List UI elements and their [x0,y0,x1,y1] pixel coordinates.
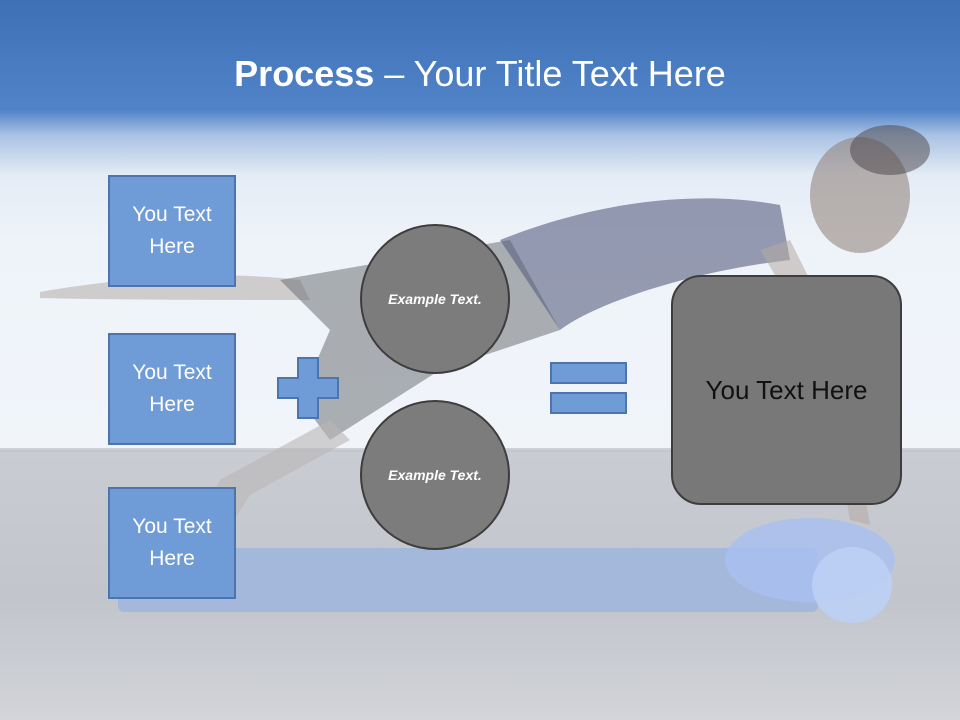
example-circle-2[interactable]: Example Text. [360,400,510,550]
title-rest: – Your Title Text Here [374,53,726,94]
text-box-2[interactable]: You Text Here [108,333,236,445]
slide-title: Process – Your Title Text Here [0,52,960,96]
title-bold: Process [234,53,375,94]
equals-icon-top-bar [550,362,627,384]
equals-icon-bottom-bar [550,392,627,414]
plus-icon [277,357,339,419]
result-box[interactable]: You Text Here [671,275,902,505]
text-box-1[interactable]: You Text Here [108,175,236,287]
example-circle-1[interactable]: Example Text. [360,224,510,374]
text-box-3[interactable]: You Text Here [108,487,236,599]
